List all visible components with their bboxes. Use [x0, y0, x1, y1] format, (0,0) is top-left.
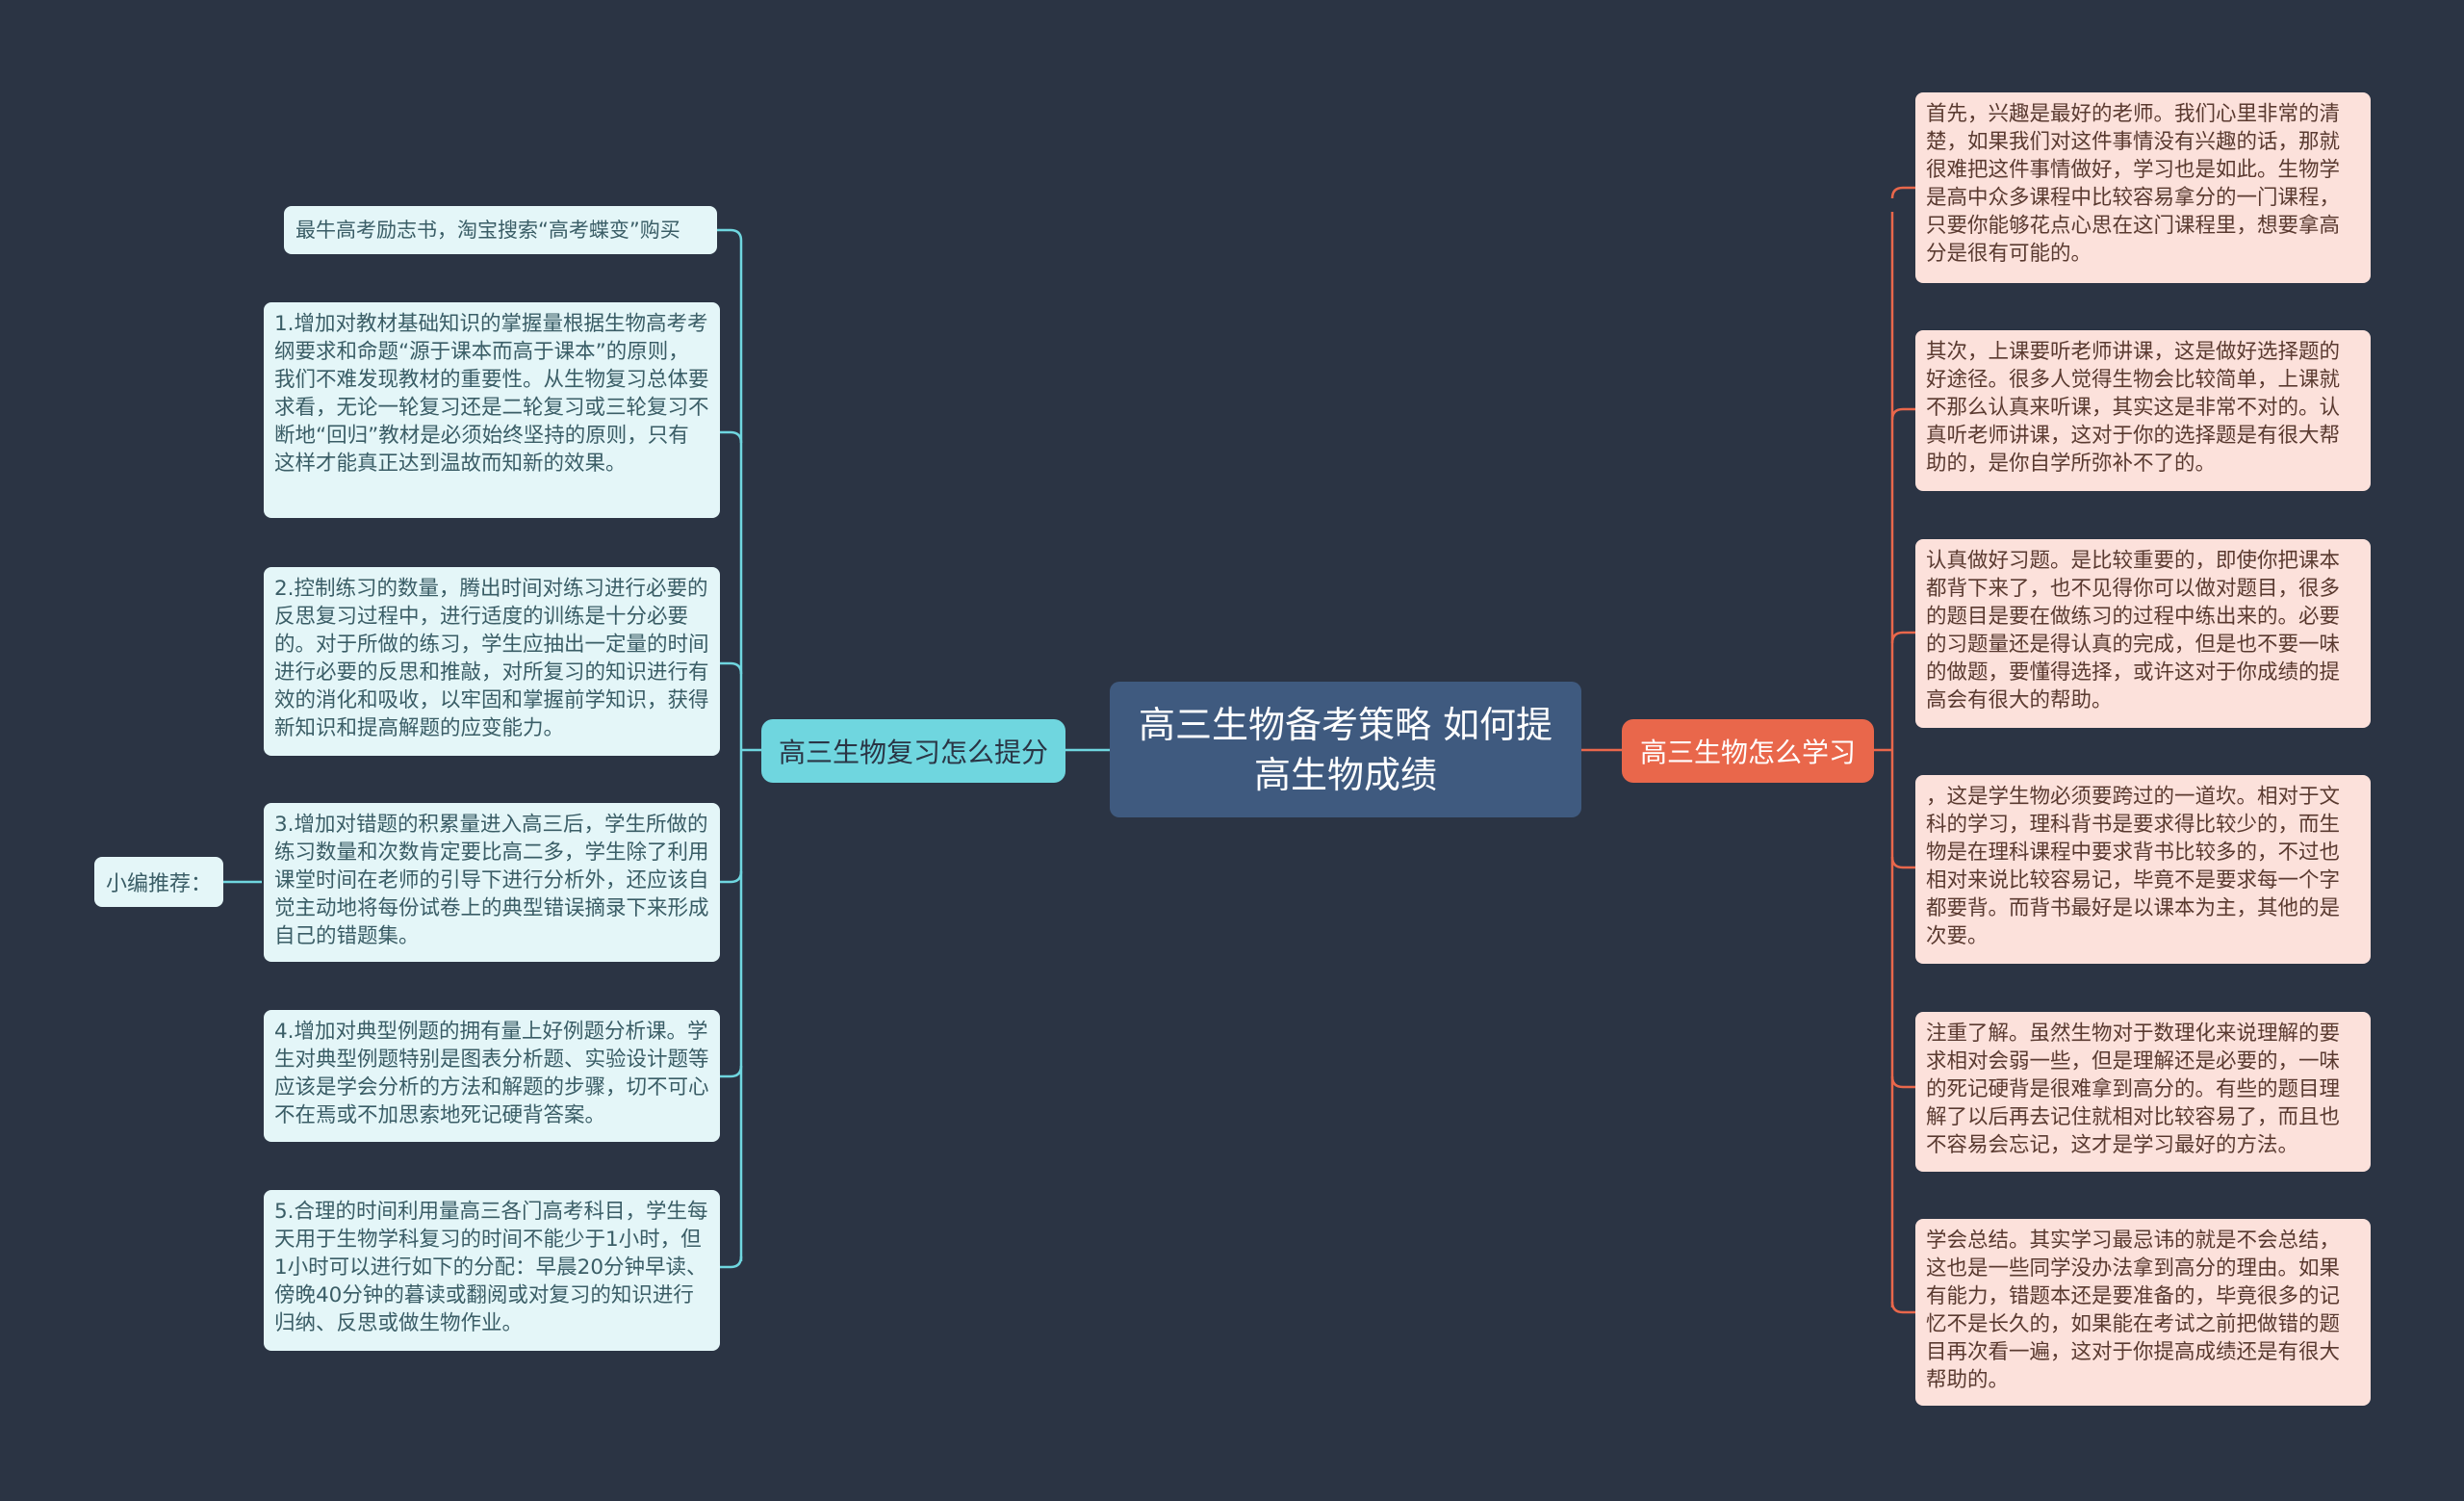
right-leaf-1-text: 首先，兴趣是最好的老师。我们心里非常的清楚，如果我们对这件事情没有兴趣的话，那就…	[1926, 102, 2341, 266]
connector-left-0	[717, 228, 743, 242]
connector-left-5	[720, 1255, 743, 1269]
left-leaf-1-text: 1.增加对教材基础知识的掌握量根据生物高考考纲要求和命题“源于课本而高于课本”的…	[274, 312, 709, 476]
connector-right-6	[1890, 1301, 1915, 1314]
right-leaf-2[interactable]: 其次，上课要听老师讲课，这是做好选择题的好途径。很多人觉得生物会比较简单，上课就…	[1915, 330, 2371, 491]
connector-right-3	[1890, 631, 1915, 644]
left-leaf-4[interactable]: 4.增加对典型例题的拥有量上好例题分析课。学生对典型例题特别是图表分析题、实验设…	[264, 1010, 720, 1142]
right-leaf-6[interactable]: 学会总结。其实学习最忌讳的就是不会总结，这也是一些同学没办法拿到高分的理由。如果…	[1915, 1219, 2371, 1406]
right-leaf-3[interactable]: 认真做好习题。是比较重要的，即使你把课本都背下来了，也不见得你可以做对题目，很多…	[1915, 539, 2371, 728]
left-leaf-3[interactable]: 3.增加对错题的积累量进入高三后，学生所做的练习数量和次数肯定要比高二多，学生除…	[264, 803, 720, 962]
connector-left-3	[720, 870, 743, 884]
recommend-label-text: 小编推荐：	[105, 872, 212, 896]
right-leaf-6-text: 学会总结。其实学习最忌讳的就是不会总结，这也是一些同学没办法拿到高分的理由。如果…	[1926, 1229, 2341, 1392]
central-topic[interactable]: 高三生物备考策略 如何提高生物成绩	[1110, 682, 1581, 817]
connector-left-4	[720, 1065, 743, 1078]
left-leaf-5-text: 5.合理的时间利用量高三各门高考科目，学生每天用于生物学科复习的时间不能少于1小…	[274, 1200, 708, 1335]
right-leaf-5[interactable]: 注重了解。虽然生物对于数理化来说理解的要求相对会弱一些，但是理解还是必要的，一味…	[1915, 1012, 2371, 1172]
connector-right-1	[1890, 186, 1915, 199]
connector-right-4	[1890, 856, 1915, 869]
left-leaf-5[interactable]: 5.合理的时间利用量高三各门高考科目，学生每天用于生物学科复习的时间不能少于1小…	[264, 1190, 720, 1351]
left-leaf-4-text: 4.增加对典型例题的拥有量上好例题分析课。学生对典型例题特别是图表分析题、实验设…	[274, 1020, 709, 1127]
branch-right[interactable]: 高三生物怎么学习	[1622, 719, 1874, 783]
left-leaf-3-text: 3.增加对错题的积累量进入高三后，学生所做的练习数量和次数肯定要比高二多，学生除…	[274, 813, 709, 948]
left-leaf-1[interactable]: 1.增加对教材基础知识的掌握量根据生物高考考纲要求和命题“源于课本而高于课本”的…	[264, 302, 720, 518]
right-leaf-5-text: 注重了解。虽然生物对于数理化来说理解的要求相对会弱一些，但是理解还是必要的，一味…	[1926, 1022, 2341, 1157]
right-leaf-1[interactable]: 首先，兴趣是最好的老师。我们心里非常的清楚，如果我们对这件事情没有兴趣的话，那就…	[1915, 92, 2371, 283]
right-leaf-2-text: 其次，上课要听老师讲课，这是做好选择题的好途径。很多人觉得生物会比较简单，上课就…	[1926, 340, 2341, 476]
connector-left-1	[720, 430, 743, 444]
right-leaf-4[interactable]: ，这是学生物必须要跨过的一道坎。相对于文科的学习，理科背书是要求得比较少的，而生…	[1915, 775, 2371, 964]
recommend-label[interactable]: 小编推荐：	[94, 857, 223, 907]
connector-left-2	[720, 661, 743, 675]
branch-right-label: 高三生物怎么学习	[1639, 737, 1856, 768]
right-leaf-4-text: ，这是学生物必须要跨过的一道坎。相对于文科的学习，理科背书是要求得比较少的，而生…	[1926, 785, 2341, 948]
left-leaf-0[interactable]: 最牛高考励志书，淘宝搜索“高考蝶变”购买	[284, 206, 717, 254]
branch-left[interactable]: 高三生物复习怎么提分	[761, 719, 1065, 783]
right-leaf-3-text: 认真做好习题。是比较重要的，即使你把课本都背下来了，也不见得你可以做对题目，很多…	[1926, 549, 2341, 712]
left-leaf-0-text: 最牛高考励志书，淘宝搜索“高考蝶变”购买	[295, 219, 680, 242]
central-topic-label: 高三生物备考策略 如何提高生物成绩	[1138, 703, 1553, 796]
left-leaf-2[interactable]: 2.控制练习的数量，腾出时间对练习进行必要的反思复习过程中，进行适度的训练是十分…	[264, 567, 720, 756]
branch-left-label: 高三生物复习怎么提分	[778, 737, 1048, 768]
left-leaf-2-text: 2.控制练习的数量，腾出时间对练习进行必要的反思复习过程中，进行适度的训练是十分…	[274, 577, 709, 740]
connector-right-5	[1890, 1075, 1915, 1089]
connector-right-2	[1890, 407, 1915, 421]
